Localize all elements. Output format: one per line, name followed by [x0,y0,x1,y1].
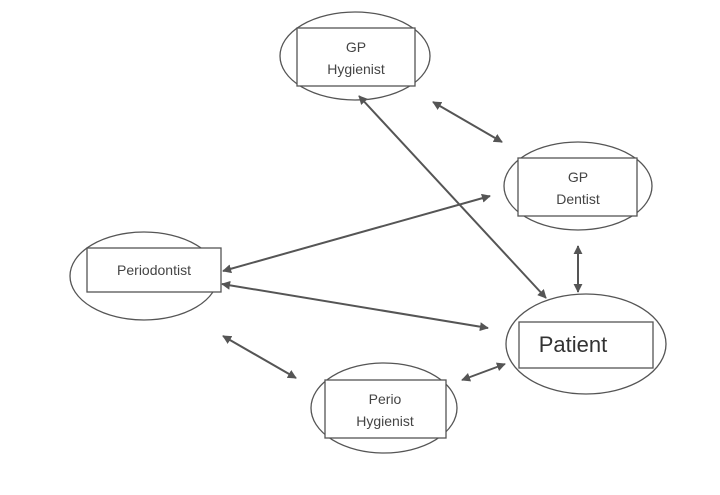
node-patient-ellipse [505,293,667,395]
node-periodontist-label: Periodontist [117,262,191,278]
node-patient-box [518,321,654,369]
node-gp-hygienist: GP Hygienist [279,11,431,101]
arrow-periodontist-patient [221,280,489,332]
arrow-gp-hygienist-gp-dentist [432,101,503,143]
node-gp-hygienist-ellipse [279,11,431,101]
node-patient-label: Patient [539,332,608,357]
node-gp-hygienist-line1: GP [346,39,366,55]
node-perio-hygienist: Perio Hygienist [310,362,458,454]
arrow-perio-hygienist-patient [461,362,506,382]
node-periodontist: Periodontist [69,231,222,321]
arrow-periodontist-perio-hygienist [222,335,297,379]
node-perio-hygienist-line2: Hygienist [356,413,414,429]
node-gp-dentist-box [517,157,638,217]
node-patient: Patient [505,293,667,395]
node-gp-hygienist-box [296,27,416,87]
arrow-periodontist-gp-dentist [222,193,491,274]
node-gp-dentist-line1: GP [568,169,588,185]
node-gp-dentist: GP Dentist [503,141,653,231]
node-perio-hygienist-line1: Perio [369,391,402,407]
node-periodontist-box [86,247,222,293]
node-perio-hygienist-ellipse [310,362,458,454]
connections [221,95,583,382]
node-perio-hygienist-box [324,379,447,439]
node-gp-dentist-line2: Dentist [556,191,600,207]
node-gp-hygienist-line2: Hygienist [327,61,385,77]
